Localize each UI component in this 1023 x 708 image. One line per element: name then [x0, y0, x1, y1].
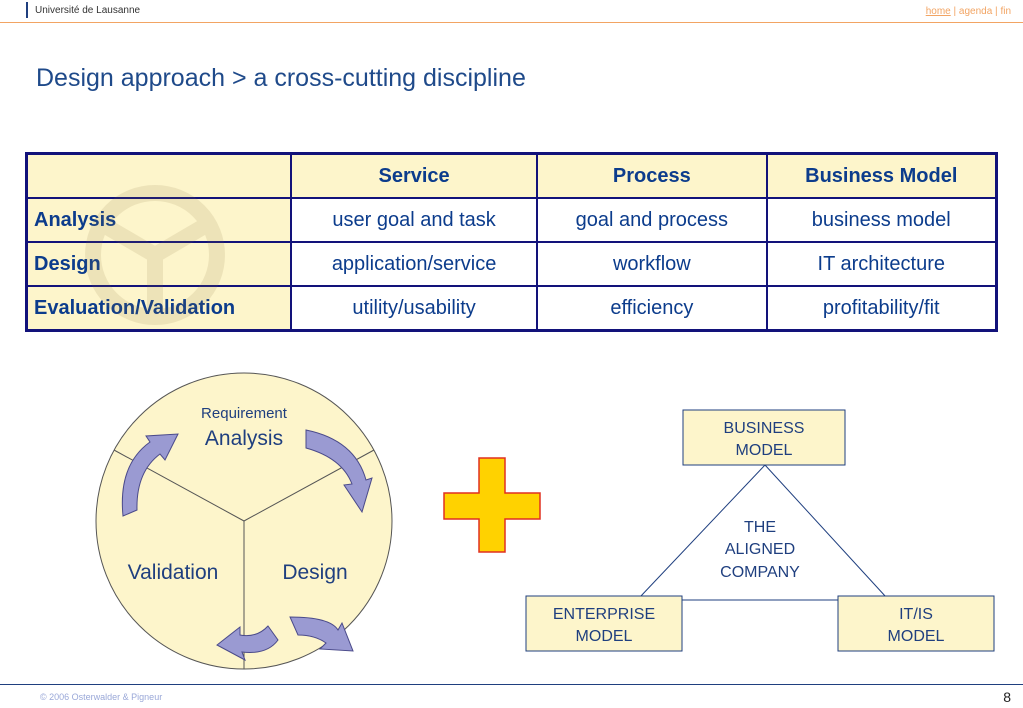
enterprise-model-label: ENTERPRISE: [553, 606, 655, 623]
column-header-process: Process: [536, 152, 768, 199]
business-model-label: BUSINESS: [724, 420, 805, 437]
itis-model-label: MODEL: [888, 628, 945, 645]
design-cycle-diagram: Requirement Analysis Validation Design: [95, 372, 393, 670]
table-cell: profitability/fit: [765, 285, 998, 332]
business-model-box: [682, 409, 846, 466]
aligned-company-label: COMPANY: [720, 564, 800, 581]
page-number: 8: [1003, 689, 1011, 705]
row-header-design: Design: [25, 241, 292, 287]
cycle-arrow-icon: [305, 429, 373, 514]
cycle-label-requirement: Requirement: [201, 405, 288, 422]
watermark-logo-icon: [85, 185, 225, 325]
nav-separator: |: [953, 6, 957, 17]
table-row: Analysis user goal and task goal and pro…: [25, 197, 998, 243]
table-row: Evaluation/Validation utility/usability …: [25, 285, 998, 332]
cycle-label-validation: Validation: [128, 561, 219, 584]
itis-model-box: [837, 595, 995, 652]
table-row: Design application/service workflow IT a…: [25, 241, 998, 287]
header-rule: [0, 22, 1023, 23]
aligned-company-label: THE: [744, 519, 776, 536]
column-header-service: Service: [289, 152, 539, 199]
footer-copyright: © 2006 Osterwalder & Pigneur: [40, 692, 163, 702]
row-header-evaluation: Evaluation/Validation: [25, 285, 292, 332]
business-model-label: MODEL: [736, 442, 793, 459]
aligned-company-label: ALIGNED: [725, 541, 795, 558]
aligned-company-diagram: BUSINESS MODEL THE ALIGNED COMPANY ENTER…: [525, 409, 995, 652]
row-header-analysis: Analysis: [25, 197, 292, 243]
top-navigation: home | agenda | fin: [926, 6, 1011, 17]
table-cell: workflow: [536, 241, 768, 287]
table-cell: user goal and task: [289, 197, 539, 243]
triangle-edge: [764, 464, 887, 598]
university-name: Université de Lausanne: [35, 5, 141, 16]
table-cell: business model: [765, 197, 998, 243]
table-cell: application/service: [289, 241, 539, 287]
table-corner-cell: [25, 152, 292, 199]
nav-separator: |: [995, 6, 998, 17]
table-header-row: Service Process Business Model: [25, 152, 998, 199]
nav-fin-link[interactable]: fin: [1000, 6, 1011, 17]
cycle-label-design: Design: [282, 561, 347, 584]
discipline-table: Service Process Business Model Analysis …: [25, 152, 998, 332]
cycle-arrow-icon: [216, 625, 279, 662]
column-header-business-model: Business Model: [765, 152, 998, 199]
header-bar: Université de Lausanne home | agenda | f…: [0, 0, 1023, 22]
itis-model-label: IT/IS: [899, 606, 933, 623]
header-divider: [26, 2, 28, 18]
plus-icon: [443, 457, 541, 553]
cycle-arrow-icon: [289, 616, 354, 652]
table-cell: goal and process: [536, 197, 768, 243]
footer-rule: [0, 684, 1023, 685]
slide-title: Design approach > a cross-cutting discip…: [36, 64, 526, 92]
triangle-edge: [639, 464, 766, 598]
enterprise-model-label: MODEL: [576, 628, 633, 645]
cycle-label-analysis: Analysis: [205, 427, 283, 450]
table-cell: utility/usability: [289, 285, 539, 332]
nav-agenda-link[interactable]: agenda: [958, 6, 993, 17]
enterprise-model-box: [525, 595, 683, 652]
cycle-arrow-icon: [121, 433, 179, 517]
table-cell: efficiency: [536, 285, 768, 332]
table-cell: IT architecture: [765, 241, 998, 287]
nav-home-link[interactable]: home: [925, 6, 951, 17]
